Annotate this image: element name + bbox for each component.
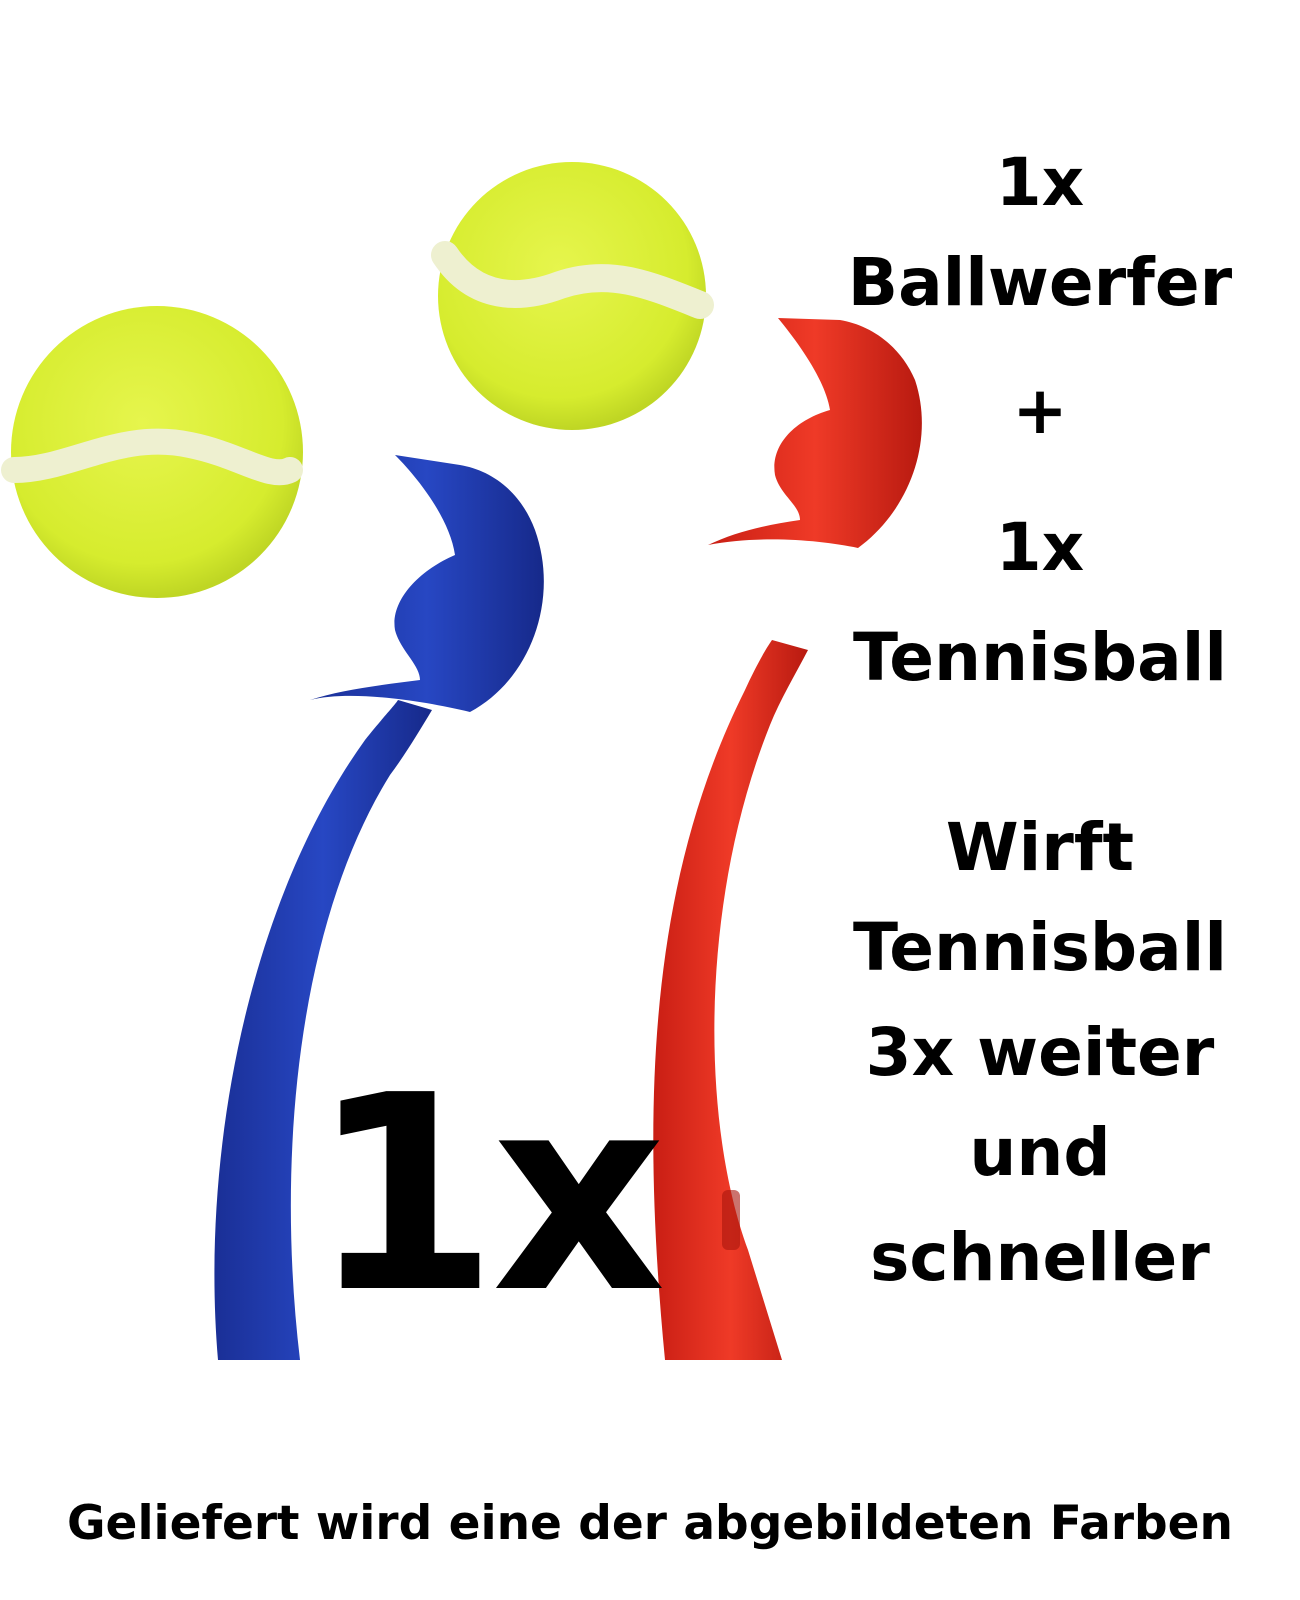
feature-line-2: Tennisball	[853, 909, 1227, 986]
tennis-ball-right	[431, 162, 714, 430]
red-ball-launcher	[653, 318, 922, 1360]
blue-ball-launcher	[214, 455, 544, 1360]
feature-line-5: schneller	[870, 1219, 1210, 1296]
product-contents: 1x Ballwerfer + 1x Tennisball	[820, 0, 1260, 720]
launcher-label: Ballwerfer	[847, 244, 1233, 321]
feature-description: Wirft Tennisball 3x weiter und schneller	[820, 0, 1260, 1320]
feature-line-3: 3x weiter	[865, 1014, 1215, 1091]
ball-label: Tennisball	[853, 619, 1227, 696]
delivery-note: Geliefert wird eine der abgebildeten Far…	[66, 1496, 1233, 1551]
feature-line-1: Wirft	[945, 809, 1135, 886]
quantity-badge: 1x	[310, 1037, 666, 1352]
feature-line-4: und	[969, 1114, 1111, 1191]
quantity-launcher: 1x	[995, 144, 1085, 221]
plus-sign: +	[1012, 372, 1068, 449]
quantity-ball: 1x	[995, 509, 1085, 586]
tennis-ball-left	[1, 306, 303, 598]
